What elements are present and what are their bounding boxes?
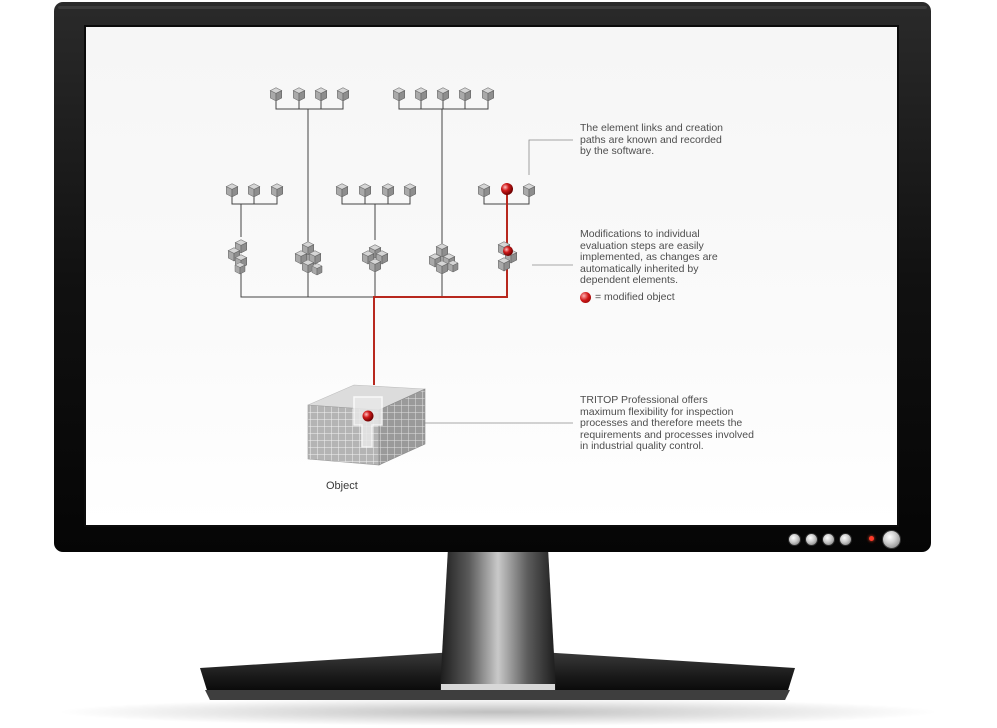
annotation-line: requirements and processes involved [580, 428, 754, 441]
annotation-modifications: Modifications to individual evaluation s… [580, 228, 718, 287]
object-label: Object [326, 480, 358, 492]
cube-row-mid-1 [226, 183, 284, 198]
tree-lines [231, 101, 530, 298]
annotation-line: dependent elements. [580, 274, 679, 286]
cube-row-mid-2 [335, 183, 417, 198]
process-tree-diagram [226, 87, 573, 466]
monitor-screen: The element links and creation paths are… [86, 27, 897, 525]
monitor-control-button-1[interactable] [788, 533, 801, 546]
legend-text: = modified object [595, 291, 675, 303]
monitor-control-button-2[interactable] [805, 533, 818, 546]
modified-object-marker [501, 183, 513, 195]
monitor-control-button-3[interactable] [822, 533, 835, 546]
cube-row-top-right [392, 87, 495, 102]
annotation-tritop: TRITOP Professional offers maximum flexi… [580, 394, 754, 453]
modified-path [373, 194, 508, 385]
annotation-line: paths are known and recorded [580, 133, 722, 146]
power-button[interactable] [882, 530, 901, 549]
annotation-line: automatically inherited by [580, 262, 699, 275]
annotation-line: by the software. [580, 145, 655, 157]
cube-cluster-4 [428, 243, 459, 275]
floor-shadow [58, 698, 938, 726]
cube-cluster-3 [361, 244, 389, 273]
annotation-links: The element links and creation paths are… [580, 122, 723, 158]
cube-cluster-1 [228, 239, 247, 275]
stand-neck [440, 548, 556, 690]
annotation-line: Modifications to individual [580, 228, 700, 240]
power-led-icon [869, 536, 874, 541]
cube-cluster-2 [294, 241, 323, 276]
cube-cluster-5-modified [497, 241, 518, 272]
legend: = modified object [580, 291, 675, 303]
annotation-line: implemented, as changes are [580, 251, 718, 263]
annotation-line: processes and therefore meets the [580, 417, 743, 429]
annotation-line: maximum flexibility for inspection [580, 405, 734, 418]
annotation-line: in industrial quality control. [580, 440, 704, 452]
modified-object-icon [580, 291, 591, 303]
annotation-line: The element links and creation [580, 122, 723, 134]
monitor-control-button-4[interactable] [839, 533, 852, 546]
cube-row-top-left [269, 87, 350, 102]
leader-lines [424, 139, 573, 424]
object-block [307, 384, 426, 466]
annotation-line: TRITOP Professional offers [580, 394, 708, 406]
cube-row-mid-3 [477, 183, 536, 198]
annotation-line: evaluation steps are easily [580, 239, 704, 252]
